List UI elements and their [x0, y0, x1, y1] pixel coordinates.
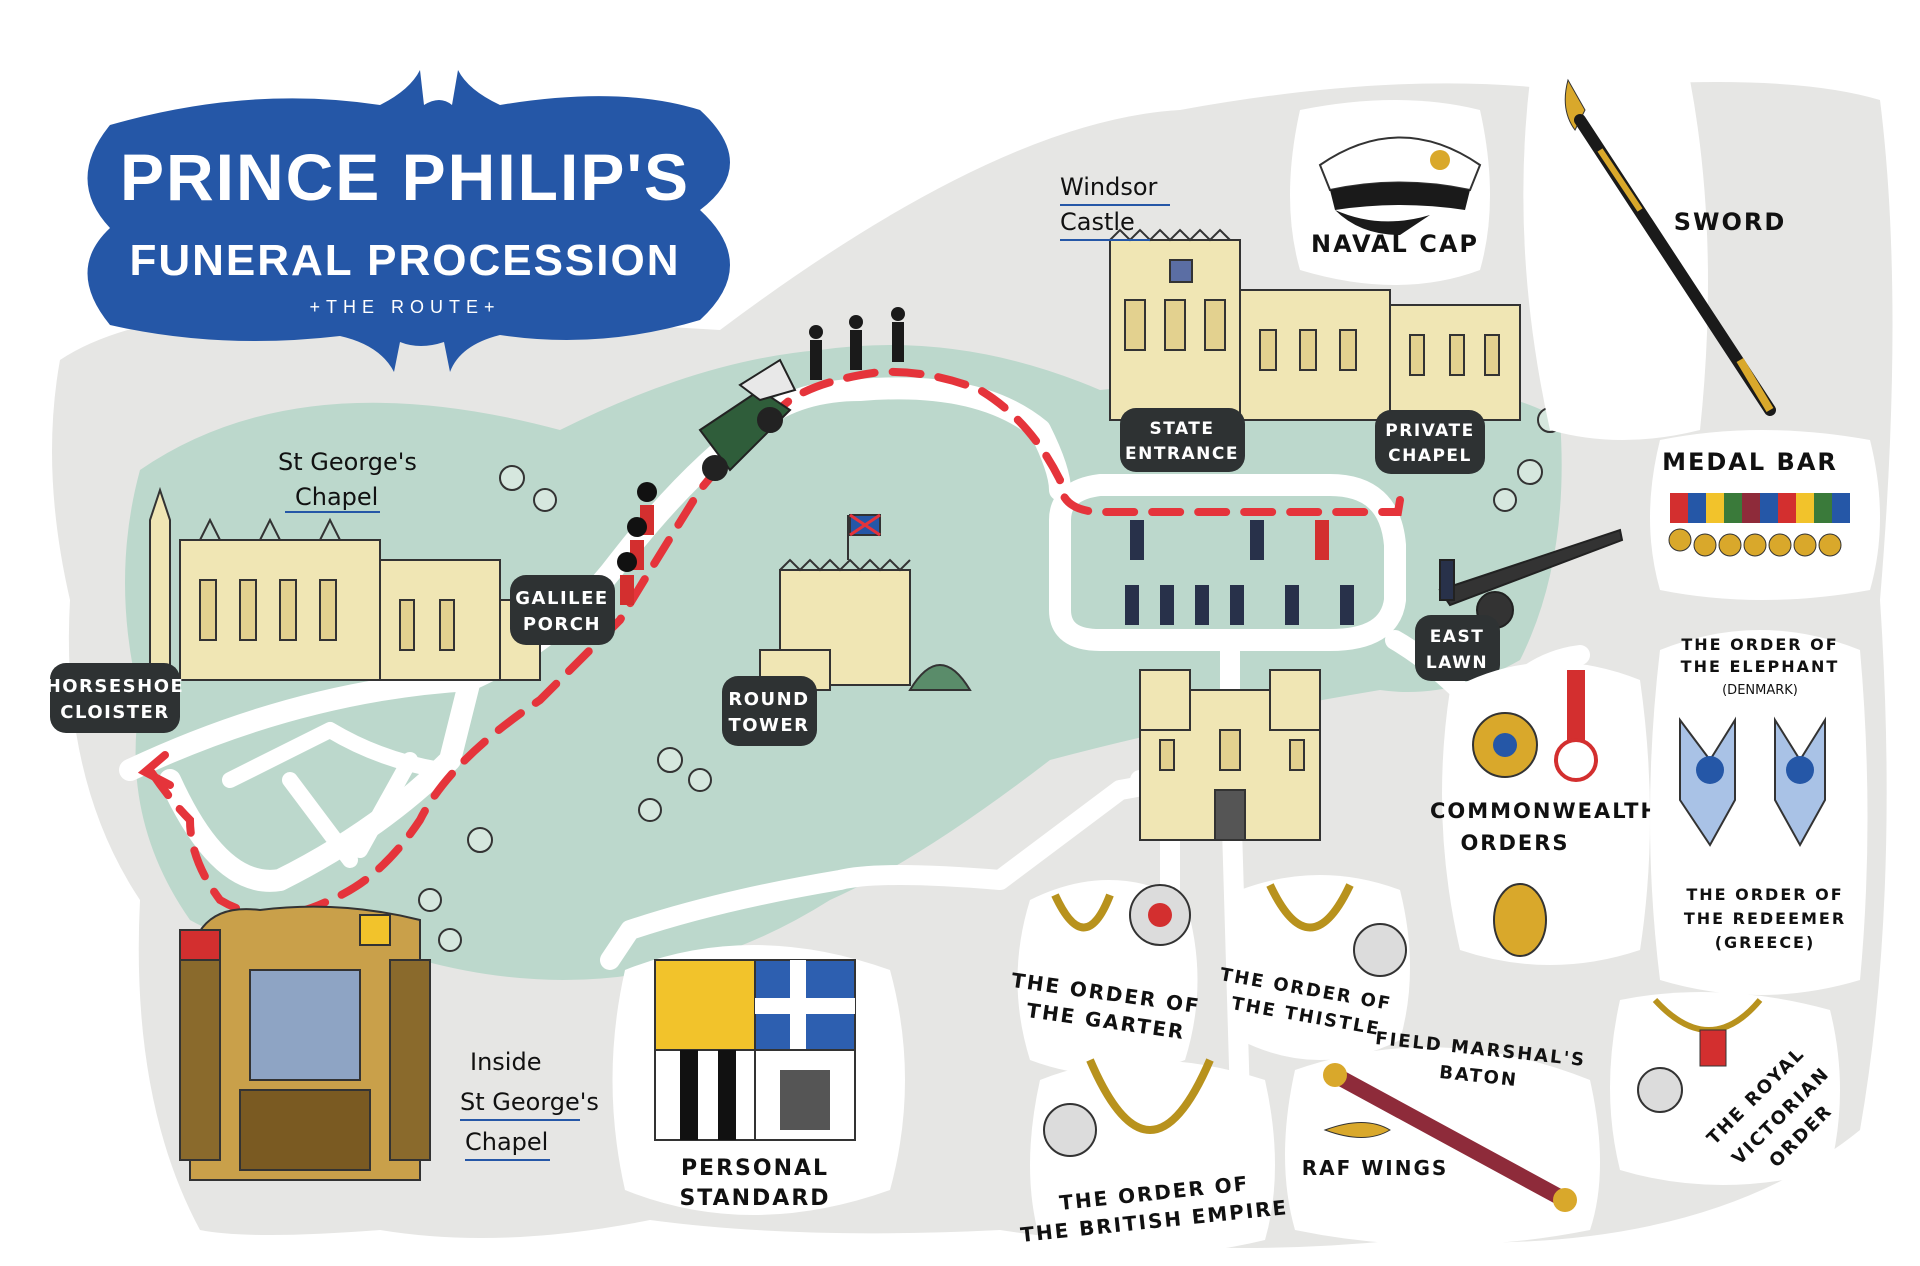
- svg-text:CHAPEL: CHAPEL: [1388, 446, 1472, 466]
- title-subtitle: +THE ROUTE+: [309, 297, 500, 317]
- svg-text:St George's: St George's: [460, 1088, 599, 1116]
- svg-text:CLOISTER: CLOISTER: [60, 702, 169, 723]
- order-of-the-garter-panel: THE ORDER OF THE GARTER: [1010, 880, 1202, 1075]
- svg-text:ENTRANCE: ENTRANCE: [1125, 444, 1239, 464]
- svg-text:TOWER: TOWER: [728, 715, 809, 736]
- svg-text:MEDAL BAR: MEDAL BAR: [1662, 448, 1838, 476]
- gatehouse-drawing: [1139, 669, 1321, 841]
- svg-text:Chapel: Chapel: [295, 483, 378, 511]
- guardsmen: [617, 482, 657, 605]
- walking-mourners: [809, 307, 905, 380]
- st-georges-label: St George's Chapel: [278, 448, 417, 513]
- procession-route: [146, 367, 1404, 919]
- tag-round-tower: ROUND TOWER: [722, 676, 817, 746]
- tag-state-entrance: STATE ENTRANCE: [1120, 408, 1245, 472]
- elephant-redeemer-panel: THE ORDER OF THE ELEPHANT (DENMARK) THE …: [1650, 630, 1868, 995]
- svg-text:SWORD: SWORD: [1674, 208, 1787, 236]
- svg-text:EAST: EAST: [1430, 627, 1485, 647]
- svg-text:(GREECE): (GREECE): [1715, 933, 1816, 952]
- svg-text:HORSESHOE: HORSESHOE: [46, 676, 185, 697]
- medal-bar-panel: MEDAL BAR: [1650, 430, 1880, 600]
- medal-ribbons: [1670, 493, 1850, 523]
- tag-east-lawn: EAST LAWN: [1415, 615, 1500, 681]
- svg-text:COMMONWEALTH: COMMONWEALTH: [1430, 799, 1660, 823]
- inside-chapel-label: Inside St George's Chapel: [460, 1048, 599, 1161]
- svg-text:GALILEE: GALILEE: [515, 588, 608, 609]
- svg-text:Castle: Castle: [1060, 208, 1135, 236]
- st-georges-chapel-drawing: [149, 486, 541, 681]
- svg-text:THE REDEEMER: THE REDEEMER: [1684, 909, 1846, 928]
- quadrangle-crowd: [1125, 520, 1354, 625]
- svg-text:NAVAL CAP: NAVAL CAP: [1311, 230, 1479, 258]
- chapel-interior-drawing: [179, 905, 431, 1181]
- svg-text:PORCH: PORCH: [523, 614, 601, 635]
- naval-cap-panel: NAVAL CAP: [1290, 100, 1490, 285]
- svg-text:THE ELEPHANT: THE ELEPHANT: [1681, 657, 1840, 676]
- commonwealth-orders-panel: COMMONWEALTH ORDERS: [1430, 662, 1660, 965]
- title-line-2: FUNERAL PROCESSION: [129, 236, 680, 285]
- svg-text:LAWN: LAWN: [1426, 653, 1488, 673]
- title-line-1: PRINCE PHILIP'S: [120, 140, 690, 214]
- svg-text:THE ORDER OF: THE ORDER OF: [1686, 885, 1843, 904]
- svg-text:RAF WINGS: RAF WINGS: [1302, 1156, 1449, 1180]
- route-arrow-head: [137, 751, 174, 789]
- svg-text:Inside: Inside: [470, 1048, 541, 1076]
- tag-galilee-porch: GALILEE PORCH: [510, 575, 615, 645]
- svg-text:STATE: STATE: [1149, 419, 1214, 439]
- svg-text:PRIVATE: PRIVATE: [1385, 421, 1474, 441]
- windsor-castle-drawing: [1109, 228, 1521, 421]
- land-rover-hearse: [698, 358, 797, 481]
- order-of-the-british-empire-panel: THE ORDER OF THE BRITISH EMPIRE: [1019, 1058, 1289, 1255]
- title-banner: PRINCE PHILIP'S FUNERAL PROCESSION +THE …: [87, 70, 730, 372]
- tag-private-chapel: PRIVATE CHAPEL: [1375, 410, 1485, 474]
- order-of-the-thistle-panel: THE ORDER OF THE THISTLE: [1218, 875, 1410, 1060]
- svg-text:(DENMARK): (DENMARK): [1722, 683, 1798, 698]
- royal-victorian-order-panel: THE ROYAL VICTORIAN ORDER: [1610, 992, 1840, 1185]
- svg-text:STANDARD: STANDARD: [679, 1186, 830, 1211]
- svg-text:PERSONAL: PERSONAL: [681, 1156, 829, 1181]
- svg-text:Chapel: Chapel: [465, 1128, 548, 1156]
- baton-raf-panel: FIELD MARSHAL'S BATON RAF WINGS: [1285, 1028, 1600, 1245]
- svg-text:ROUND: ROUND: [728, 689, 809, 710]
- svg-text:St George's: St George's: [278, 448, 417, 476]
- personal-standard-panel: PERSONAL STANDARD: [612, 945, 905, 1215]
- svg-text:Windsor: Windsor: [1060, 173, 1158, 201]
- tag-horseshoe-cloister: HORSESHOE CLOISTER: [46, 663, 185, 733]
- windsor-castle-label: Windsor Castle: [1060, 173, 1170, 241]
- sword-panel: SWORD: [1523, 70, 1787, 440]
- svg-text:THE ORDER OF: THE ORDER OF: [1681, 635, 1838, 654]
- svg-text:ORDERS: ORDERS: [1460, 831, 1569, 855]
